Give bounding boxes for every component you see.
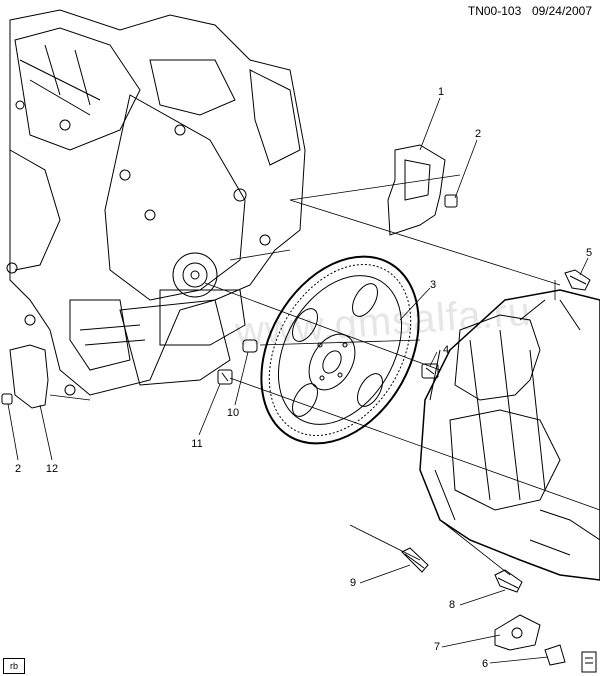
callout-5: 5: [586, 247, 592, 259]
callout-9: 9: [350, 577, 356, 589]
bolt-4: [421, 363, 439, 379]
diagram-date: 09/24/2007: [531, 4, 592, 18]
inspection-cover-7: [494, 614, 541, 651]
callout-7: 7: [434, 641, 440, 653]
cover-plate-1: [387, 144, 446, 236]
crankshaft-flange: [172, 252, 218, 298]
corner-tag: rb: [3, 658, 25, 674]
bolt-9: [401, 547, 429, 573]
callout-10: 10: [227, 407, 239, 419]
callout-11: 11: [191, 438, 202, 450]
bolt-8: [494, 569, 523, 593]
clip-6: [544, 644, 566, 666]
bolt-2-top: [444, 194, 458, 208]
engine-block-outline: [9, 9, 306, 396]
callout-12: 12: [46, 463, 58, 475]
callout-2-top: 2: [475, 128, 481, 140]
engine-bosses: [6, 100, 271, 396]
callout-4: 4: [443, 344, 449, 356]
callout-8: 8: [449, 599, 455, 611]
dowel-pin: [242, 339, 258, 353]
diagram-header: TN00-103 09/24/2007: [468, 4, 592, 18]
transmission-housing: [419, 289, 600, 581]
bolt-2-left: [1, 393, 13, 405]
leader-lines: [7, 97, 589, 664]
part-label-box: [581, 651, 597, 673]
cover-plate-12: [9, 344, 49, 409]
diagram-ref: TN00-103: [467, 4, 522, 18]
callout-2-left: 2: [15, 463, 21, 475]
bolt-11: [217, 369, 233, 385]
callout-3: 3: [430, 279, 436, 291]
callout-6: 6: [482, 658, 488, 670]
callout-1: 1: [438, 86, 444, 98]
alignment-lines: [49, 174, 600, 576]
callout-numbers: 1 2 3 4 5 6 7 8 9 10 11 2 12: [15, 86, 592, 670]
flywheel: [260, 255, 420, 445]
bolt-5: [564, 269, 591, 291]
